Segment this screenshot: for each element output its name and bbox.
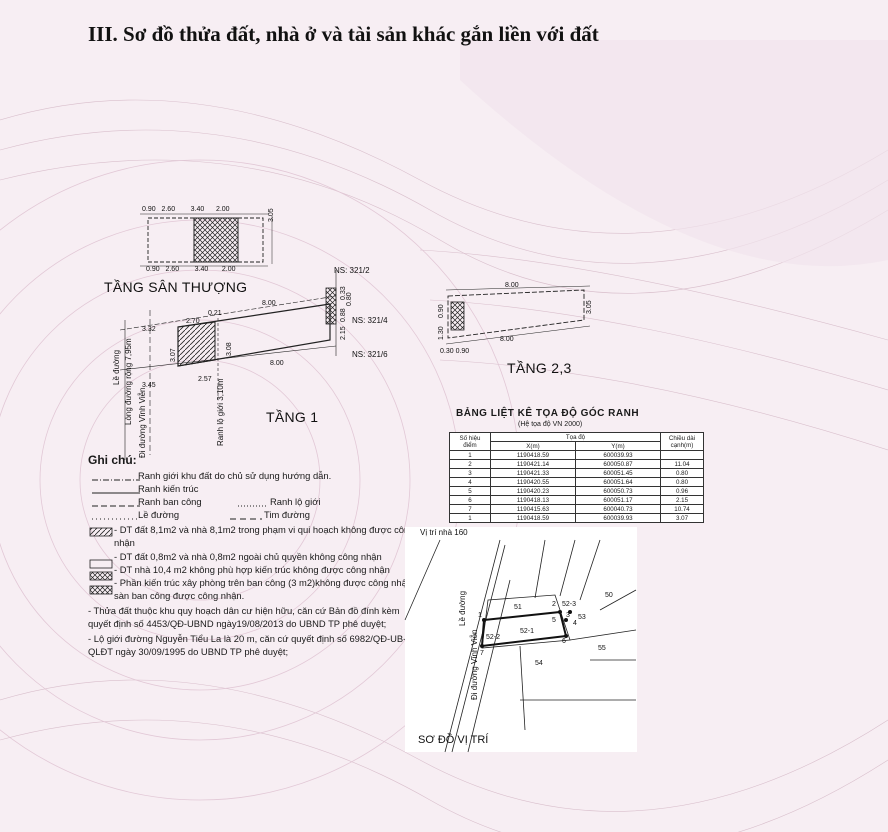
floor23-plan — [445, 285, 591, 345]
neighbor-321-6: NS: 321/6 — [352, 350, 388, 359]
parcel-51: 51 — [514, 604, 522, 611]
legend-symbols — [89, 479, 268, 595]
note-road-boundary: - Lộ giới đường Nguyễn Tiểu La là 20 m, … — [88, 633, 407, 657]
floor23-title: TẦNG 2,3 — [507, 360, 572, 376]
floor1-dim-bottom-a: 3.45 — [142, 382, 156, 389]
note-area-2: - DT đất 0,8m2 và nhà 0,8m2 ngoài chủ qu… — [114, 551, 382, 562]
note-area-1: - DT đất 8,1m2 và nhà 8,1m2 trong phạm v… — [114, 524, 415, 548]
neighbor-321-2: NS: 321/2 — [334, 266, 370, 275]
parcel-53: 53 — [578, 614, 586, 621]
floor1-dim-bottom-c: 8.00 — [270, 360, 284, 367]
page-title: III. Sơ đồ thửa đất, nhà ở và tài sản kh… — [88, 22, 599, 46]
parcel-55: 55 — [598, 645, 606, 652]
legend-setback: Ranh lộ giới — [270, 496, 321, 507]
point-2: 2 — [552, 601, 556, 608]
coord-cell: 3.07 — [660, 513, 704, 523]
coord-table-subtitle: (Hệ tọa độ VN 2000) — [518, 421, 583, 428]
parcel-52-3: 52-3 — [562, 601, 577, 608]
floor1-dim-a: 2.70 — [186, 318, 200, 325]
floor1-dim-bottom-b: 2.57 — [198, 376, 212, 383]
point-5: 5 — [552, 617, 556, 624]
coord-table: Số hiệu điểm Tọa độ Chiều dài cạnh(m) X(… — [449, 432, 704, 523]
location-map-title: SƠ ĐỒ VỊ TRÍ — [418, 734, 489, 746]
legend-architecture: Ranh kiến trúc — [138, 483, 199, 494]
neighbor-321-4: NS: 321/4 — [352, 316, 388, 325]
floor23-dim-bottom-left: 0.30 0.90 — [440, 348, 470, 355]
note-area-4: - Phần kiến trúc xây phòng trên ban công… — [114, 577, 415, 601]
floor1-dim-left-top: 3.32 — [142, 326, 156, 333]
floor23-dim-top: 8.00 — [505, 282, 519, 289]
floor1-title: TẦNG 1 — [266, 409, 319, 425]
rooftop-dim-top: 0.90 2.60 3.40 2.00 — [142, 206, 230, 213]
rooftop-plan — [140, 213, 273, 267]
note-planning: - Thửa đất thuộc khu quy hoạch dân cư hi… — [88, 605, 400, 629]
parcel-52-2: 52-2 — [486, 634, 501, 641]
floor1-plan — [119, 270, 337, 460]
coord-table-title: BẢNG LIỆT KÊ TỌA ĐỘ GÓC RANH — [456, 408, 640, 419]
parcel-50: 50 — [605, 592, 613, 599]
location-house-label: Vị trí nhà 160 — [420, 528, 468, 537]
legend-centerline: Tim đường — [264, 509, 310, 520]
legend-parcel-boundary: Ranh giới khu đất do chủ sử dụng hướng d… — [138, 470, 332, 481]
location-road-label: Đi đường Vĩnh Viễn — [470, 629, 479, 701]
rooftop-dim-bottom: 0.90 2.60 3.40 2.00 — [146, 266, 236, 273]
point-7: 7 — [480, 650, 484, 657]
note-area-3: - DT nhà 10,4 m2 không phù hợp kiến trúc… — [114, 564, 390, 575]
notes-heading: Ghi chú: — [88, 453, 137, 467]
floor1-dim-c: 8.00 — [262, 300, 276, 307]
point-3: 3 — [566, 612, 570, 619]
floor23-dim-bottom: 8.00 — [500, 336, 514, 343]
point-4: 4 — [573, 620, 577, 627]
parcel-52-1: 52-1 — [520, 628, 535, 635]
point-1: 1 — [478, 612, 482, 619]
floor1-dim-b: 0.21 — [208, 310, 222, 317]
location-sidewalk-label: Lề đường — [458, 590, 467, 626]
parcel-54: 54 — [535, 660, 543, 667]
rooftop-title: TẦNG SÂN THƯỢNG — [104, 279, 248, 295]
notes-section: Ghi chú: Ranh giới khu đất do chủ sử dụn… — [88, 454, 418, 658]
point-6: 6 — [562, 638, 566, 645]
